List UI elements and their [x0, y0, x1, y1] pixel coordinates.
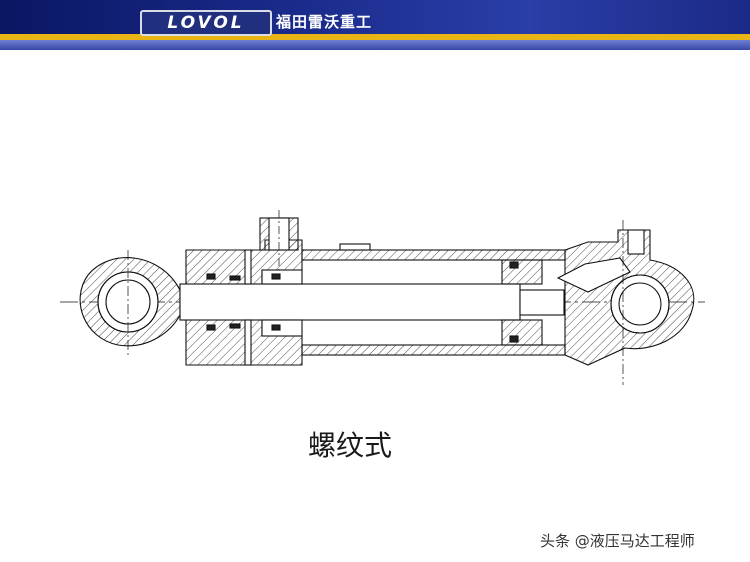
- piston-rod: [179, 283, 521, 321]
- oil-port-left: [259, 210, 299, 270]
- hydraulic-cylinder-drawing: [60, 210, 705, 385]
- cylinder-head: [185, 239, 303, 366]
- rod-eye: [79, 250, 181, 355]
- header-band-gold: [0, 34, 750, 40]
- lovol-logo: LOVOL: [140, 10, 272, 36]
- watermark-text: 头条 @液压马达工程师: [540, 532, 695, 550]
- lovol-logo-text: LOVOL: [167, 13, 245, 33]
- company-name: 福田雷沃重工: [276, 13, 373, 31]
- header-band-blue: [0, 0, 750, 34]
- header-banner: LOVOL 福田雷沃重工: [0, 0, 750, 52]
- diagram-caption: 螺纹式: [308, 429, 393, 462]
- header-band-light: [0, 40, 750, 50]
- cylinder-cap: [556, 220, 695, 385]
- piston: [501, 259, 565, 346]
